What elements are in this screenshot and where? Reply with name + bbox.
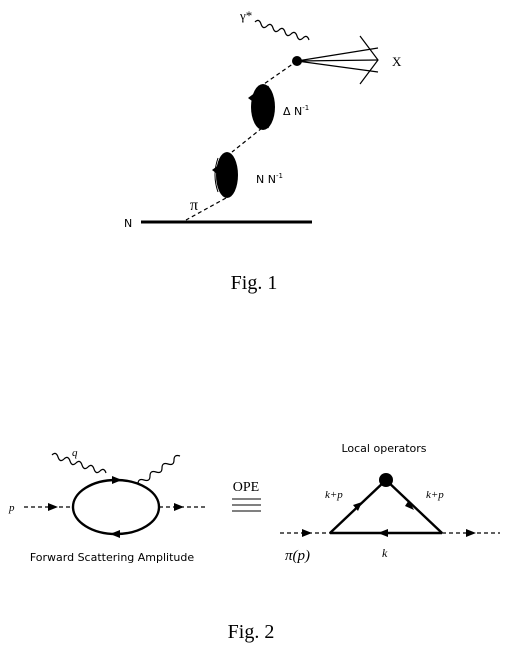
right-out-arrow [466,529,476,537]
pion-dashed-line [185,60,298,221]
pi-p-label: π(p) [285,548,310,564]
right-photon-wavy-line [137,454,181,485]
p-label: p [8,502,15,514]
delta-n-label: Δ N-1 [283,104,309,118]
triangle-right-arrow [405,500,414,510]
x-label: X [392,54,402,69]
triangle-bottom-arrow [378,529,388,537]
x-jet [296,35,379,85]
delta-hole-bubble [248,84,275,130]
photon-wavy-line [254,19,310,41]
fig2-caption: Fig. 2 [228,621,275,643]
left-out-arrow [174,503,184,511]
q-label: q [72,447,78,459]
triangle-left-arrow [353,502,362,511]
left-photon-wavy-line [51,452,107,474]
loop-bottom-arrow [110,530,120,538]
right-in-arrow [302,529,312,537]
n-label: N [124,217,132,230]
pi-label: π [190,197,198,214]
forward-scattering-label: Forward Scattering Amplitude [30,551,195,564]
fig1-diagram: γ* X Δ N-1 N N-1 [124,8,402,294]
nn-label: N N-1 [256,172,283,186]
kp-left-label: k+p [325,489,343,501]
scattering-loop [71,478,161,536]
fig2-diagram: q p Forward Scattering Amplitude OPE Loc… [8,442,500,643]
left-in-arrow [48,503,58,511]
local-operators-label: Local operators [341,442,426,455]
triangle-diagram [329,479,443,535]
operator-vertex [379,473,393,487]
kp-right-label: k+p [426,489,444,501]
ope-equals-sign [232,498,261,512]
nucleon-hole-bubble [212,152,238,198]
ope-label: OPE [233,480,259,495]
k-label: k [382,546,388,560]
loop-top-arrow [112,476,122,484]
gamma-star-label: γ* [239,8,252,23]
fig1-caption: Fig. 1 [231,272,278,294]
